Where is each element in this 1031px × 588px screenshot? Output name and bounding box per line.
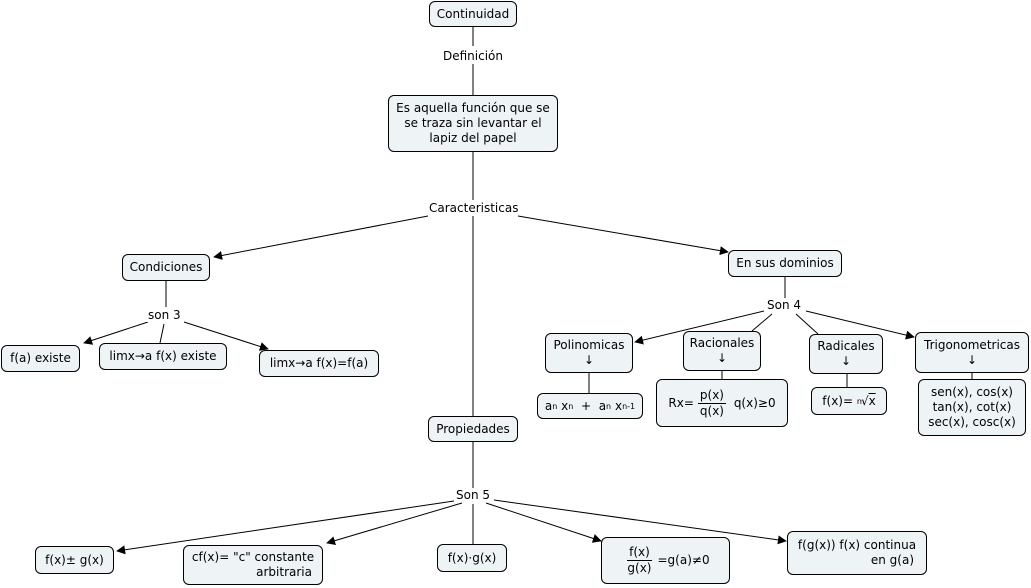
trig-line: tan(x), cot(x): [932, 400, 1012, 414]
property-text: en g(a): [870, 553, 914, 567]
domains-count-label: Son 4: [765, 298, 804, 312]
domains-node[interactable]: En sus dominios: [728, 250, 842, 277]
condition-f-a-exists[interactable]: f(a) existe: [1, 345, 80, 372]
down-arrow-icon: ↓: [966, 352, 978, 367]
properties-count-label: Son 5: [454, 488, 493, 502]
definition-line: lapiz del papel: [429, 131, 517, 145]
properties-title: Propiedades: [436, 421, 510, 436]
radical-formula: f(x)= n√x: [822, 393, 876, 408]
condition-text: f(a) existe: [10, 351, 71, 365]
conditions-title: Condiciones: [129, 260, 203, 274]
down-arrow-icon: ↓: [840, 354, 852, 368]
property-text: f(x)·g(x): [447, 550, 497, 565]
domain-rational-node[interactable]: Racionales ↓: [683, 331, 761, 371]
property-product-node[interactable]: f(x)·g(x): [437, 544, 507, 572]
rational-formula: Rx= p(x)q(x) q(x)≥0: [668, 387, 776, 418]
condition-limit-exists[interactable]: limx→a f(x) existe: [99, 343, 227, 370]
property-text: arbitraria: [256, 565, 312, 579]
domain-type-label: Racionales: [689, 336, 755, 350]
property-text: f(x)± g(x): [45, 552, 104, 567]
definition-label: Definición: [441, 49, 505, 63]
domain-radical-node[interactable]: Radicales ↓: [809, 334, 883, 374]
root-label: Continuidad: [436, 6, 510, 21]
property-text: cf(x)= "c" constante: [191, 550, 315, 564]
root-node[interactable]: Continuidad: [429, 1, 517, 27]
property-composition-node[interactable]: f(g(x)) f(x) continua en g(a): [787, 531, 927, 575]
quotient-formula: f(x)g(x)=g(a)≠0: [627, 545, 710, 575]
characteristics-label: Caracteristicas: [427, 201, 521, 215]
property-constant-node[interactable]: cf(x)= "c" constante arbitraria: [183, 545, 323, 585]
trig-functions-node[interactable]: sen(x), cos(x) tan(x), cot(x) sec(x), co…: [918, 379, 1026, 436]
domain-trig-node[interactable]: Trigonometricas ↓: [915, 332, 1029, 373]
condition-limit-equals[interactable]: limx→a f(x)=f(a): [259, 350, 379, 377]
property-text: f(g(x)) f(x) continua: [797, 538, 917, 552]
definition-line: se traza sin levantar el: [404, 116, 542, 130]
down-arrow-icon: ↓: [716, 351, 728, 365]
domain-type-label: Radicales: [817, 339, 875, 353]
trig-line: sen(x), cos(x): [931, 385, 1013, 399]
domain-type-label: Polinomicas: [553, 338, 625, 352]
down-arrow-icon: ↓: [583, 353, 595, 367]
conditions-node[interactable]: Condiciones: [122, 254, 210, 281]
condition-text: limx→a f(x) existe: [109, 349, 217, 363]
domain-polynomial-node[interactable]: Polinomicas ↓: [545, 333, 633, 373]
domains-title: En sus dominios: [736, 256, 834, 270]
properties-node[interactable]: Propiedades: [428, 416, 518, 442]
rational-formula-node[interactable]: Rx= p(x)q(x) q(x)≥0: [656, 379, 788, 427]
property-sum-node[interactable]: f(x)± g(x): [35, 546, 114, 574]
definition-node[interactable]: Es aquella función que se se traza sin l…: [388, 95, 558, 152]
trig-line: sec(x), cosc(x): [928, 415, 1016, 429]
condition-text: limx→a f(x)=f(a): [269, 356, 369, 370]
conditions-count-label: son 3: [146, 308, 183, 322]
definition-line: Es aquella función que se: [396, 101, 550, 115]
property-quotient-node[interactable]: f(x)g(x)=g(a)≠0: [601, 537, 730, 584]
radical-formula-node[interactable]: f(x)= n√x: [811, 387, 887, 415]
domain-type-label: Trigonometricas: [924, 337, 1020, 352]
